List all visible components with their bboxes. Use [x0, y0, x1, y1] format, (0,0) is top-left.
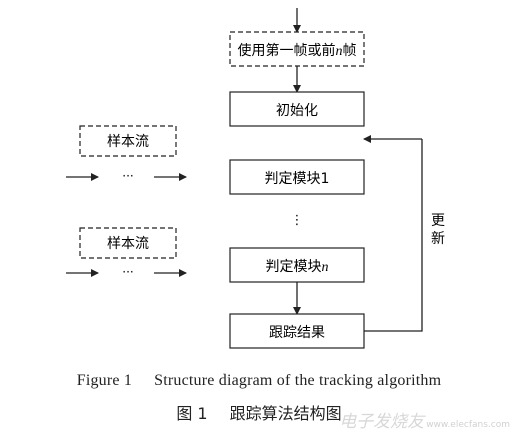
sample-stream-2-box — [79, 227, 177, 259]
sample-stream-2-label: 样本流 — [107, 236, 149, 252]
update-feedback-line — [364, 139, 423, 332]
figure-title-english: Structure diagram of the tracking algori… — [154, 372, 442, 389]
watermark-logo-text: 电子发烧友 — [339, 412, 425, 432]
init-label: 初始化 — [276, 102, 318, 119]
input-frames-label: 使用第一帧或前n帧 — [238, 42, 357, 59]
figure-caption-chinese: 图 1 跟踪算法结构图 — [0, 400, 518, 424]
init-box — [229, 91, 365, 127]
judge-module-n-label: 判定模块n — [266, 259, 329, 275]
tracking-result-label: 跟踪结果 — [269, 325, 325, 341]
judge-module-n-box — [229, 247, 365, 283]
judge-module-1-label: 判定模块1 — [265, 171, 330, 187]
sample-stream-1-box — [79, 125, 177, 157]
update-label-char-1: 更 — [431, 213, 445, 229]
watermark-url: www.elecfans.com — [426, 420, 510, 430]
figure-number-chinese: 图 1 — [176, 404, 208, 423]
module-ellipsis: ⋮ — [291, 213, 304, 228]
stream-2-ellipsis: ··· — [122, 265, 133, 279]
figure-caption-english: Figure 1 Structure diagram of the trackin… — [0, 372, 518, 390]
sample-stream-1-label: 样本流 — [107, 134, 149, 150]
update-label-char-2: 新 — [431, 231, 445, 247]
stream-1-ellipsis: ··· — [122, 169, 133, 183]
figure-title-chinese: 跟踪算法结构图 — [229, 404, 342, 423]
judge-module-1-box — [229, 159, 365, 195]
figure-number-english: Figure 1 — [76, 372, 133, 389]
